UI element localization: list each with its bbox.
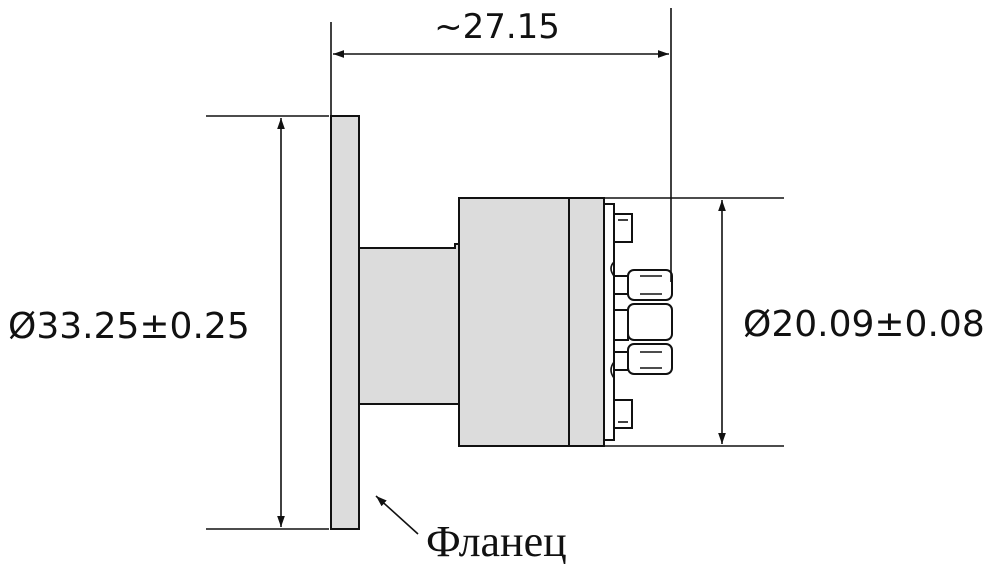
flange-diameter-label: Ø33.25±0.25	[8, 306, 250, 347]
connector-stack	[610, 261, 673, 379]
flange-diameter-dimension: Ø33.25±0.25	[8, 115, 329, 530]
flange-label: Фланец	[426, 517, 567, 564]
flange-callout: Фланец	[375, 495, 567, 564]
pin-bottom	[613, 399, 633, 429]
connector-base	[603, 203, 615, 441]
flange-plate	[330, 115, 360, 530]
length-dimension-label: ~27.15	[434, 7, 560, 47]
body-diameter-dimension: Ø20.09±0.08	[604, 197, 985, 447]
connector-plate	[568, 197, 605, 447]
component-drawing	[330, 115, 673, 530]
pin-top	[613, 213, 633, 243]
main-body	[458, 197, 570, 447]
body-diameter-label: Ø20.09±0.08	[743, 304, 985, 345]
flange-neck	[358, 243, 460, 405]
length-dimension: ~27.15	[330, 7, 672, 282]
